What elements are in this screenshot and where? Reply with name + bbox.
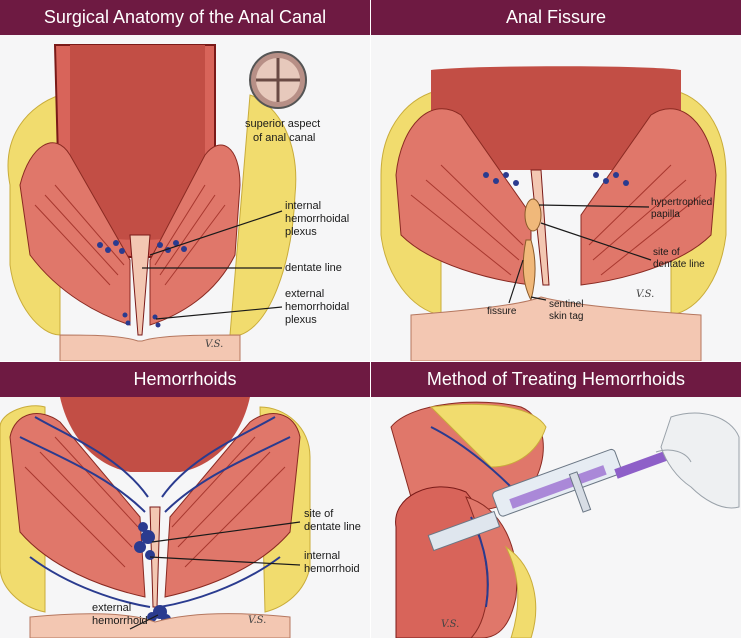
muscle-fibers <box>34 184 226 286</box>
external-plexus-label: external hemorrhoidal plexus <box>285 288 352 326</box>
internal-plexus-dots <box>97 240 187 254</box>
inset-label: superior aspect of anal canal <box>245 118 323 144</box>
treatment-illustration: V.S. <box>390 401 740 638</box>
muscle-fibers <box>410 164 702 276</box>
inset-diagram <box>249 51 307 109</box>
leader-internal-plexus <box>149 210 283 256</box>
leader-external-plexus <box>155 306 283 320</box>
dentate-label: site of dentate line <box>304 508 361 533</box>
skin-tag-label: sentinel skin tag <box>549 299 586 322</box>
panel-title: Surgical Anatomy of the Anal Canal <box>0 0 370 35</box>
papilla-label: hypertrophied papilla <box>651 197 715 220</box>
leader-internal-hemorrhoid <box>149 556 301 566</box>
artist-signature: V.S. <box>441 619 459 630</box>
panel-anatomy: Surgical Anatomy of the Anal Canal <box>0 0 370 361</box>
panel-fissure: Anal Fissure hypertrophie <box>371 0 741 361</box>
rectal-lumen <box>431 66 681 170</box>
hemorrhoids-illustration: site of dentate line internal hemorrhoid… <box>0 397 361 638</box>
rectal-lumen <box>70 45 205 240</box>
fissure-label: fissure <box>487 306 517 317</box>
anal-canal <box>129 234 151 336</box>
perianal-skin <box>410 296 702 361</box>
panel-hemorrhoids: Hemorrhoids <box>0 362 370 638</box>
leader-dentate <box>151 521 301 543</box>
panel-treatment: Method of Treating Hemorrhoids V.S. <box>371 362 741 638</box>
muscle-right <box>149 144 241 326</box>
panel-title: Hemorrhoids <box>0 362 370 397</box>
fissure-illustration: hypertrophied papilla site of dentate li… <box>380 66 727 361</box>
gloved-hand <box>655 412 740 509</box>
sentinel-skin-tag <box>522 239 536 302</box>
rectal-lumen <box>60 397 250 472</box>
perianal-skin <box>29 613 291 638</box>
leader-external-hemorrhoid <box>129 614 159 630</box>
leader-fissure <box>508 259 524 304</box>
panel-title: Method of Treating Hemorrhoids <box>371 362 741 397</box>
external-plexus-dots <box>122 312 161 328</box>
dentate-label: site of dentate line <box>653 247 705 270</box>
muscle-left <box>19 142 131 326</box>
leader-papilla <box>538 204 650 208</box>
leader-skin-tag <box>530 296 547 301</box>
muscle-fibers <box>24 436 286 568</box>
fat-right <box>229 94 297 336</box>
vessels <box>19 416 291 608</box>
panel-title: Anal Fissure <box>371 0 741 35</box>
artist-signature: V.S. <box>248 615 266 626</box>
external-hemorrhoid-label: external hemorrhoid <box>92 602 148 627</box>
artist-signature: V.S. <box>205 339 223 350</box>
internal-plexus-label: internal hemorrhoidal plexus <box>285 200 352 238</box>
internal-hemorrhoid-label: internal hemorrhoid <box>304 550 360 575</box>
anal-canal <box>530 169 550 286</box>
muscle-right <box>164 413 301 598</box>
perianal-skin <box>59 334 241 361</box>
leader-dentate <box>540 222 652 261</box>
muscle-left <box>9 413 146 598</box>
artist-signature: V.S. <box>636 289 654 300</box>
hypertrophied-papilla <box>524 198 542 232</box>
plexus-dots <box>483 172 629 186</box>
dentate-line-label: dentate line <box>285 262 342 274</box>
fat-upper <box>429 403 547 468</box>
fat-lower <box>504 545 537 638</box>
anatomy-illustration: superior aspect of anal canal internal h… <box>7 44 352 361</box>
